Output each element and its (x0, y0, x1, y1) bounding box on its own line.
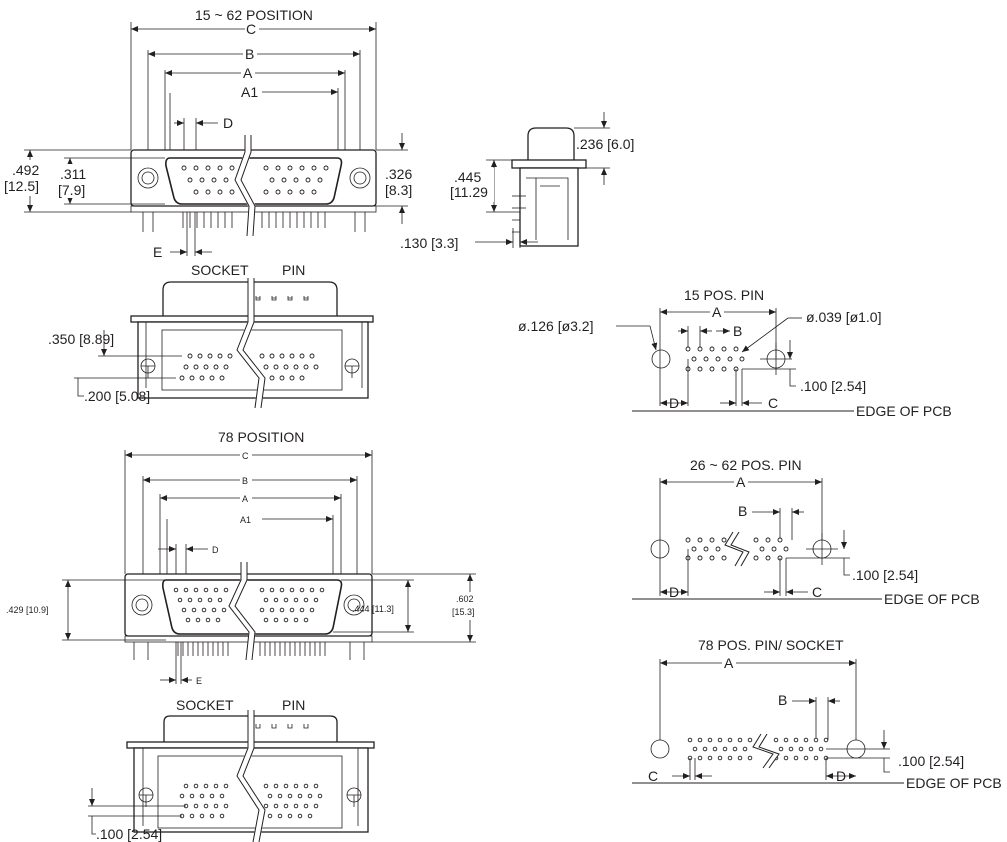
socket-base-dim: .200 [5.08] (84, 388, 150, 404)
height-outer-in: .492 (12, 162, 39, 178)
pcb15-pitch: .100 [2.54] (800, 378, 866, 394)
side-dim-height-in: .445 (454, 169, 481, 185)
dim-a-label: A (243, 65, 253, 81)
dim-c-label: C (246, 21, 256, 37)
pcb78-dim-a: A (724, 655, 734, 671)
pcb15-dim-c: C (768, 395, 778, 411)
pcb78-pitch: .100 [2.54] (898, 753, 964, 769)
dim-a1-78: A1 (240, 515, 251, 525)
pcb15-dim-d: D (669, 395, 679, 411)
pin-holes-socket-78 (179, 783, 323, 819)
pcb78-title: 78 POS. PIN/ SOCKET (698, 637, 844, 653)
height-78-right-in: .602 (456, 594, 474, 604)
title-78-position: 78 POSITION (218, 429, 304, 445)
pcb26-pitch: .100 [2.54] (852, 567, 918, 583)
socket-pin-view-bottom: SOCKET PIN .100 [2.54] (88, 697, 375, 842)
pcb26-title: 26 ~ 62 POS. PIN (690, 457, 802, 473)
pcb26-dim-c: C (812, 584, 822, 600)
pcb26-edge: EDGE OF PCB (884, 591, 980, 607)
socket-label-top: SOCKET (191, 262, 249, 278)
pcb26-dim-b: B (738, 503, 747, 519)
title-15-62-position: 15 ~ 62 POSITION (195, 7, 313, 23)
pcb-layout-78: 78 POS. PIN/ SOCKET A B .100 [2.54] (632, 637, 1002, 791)
height-right-in: .326 (385, 166, 412, 182)
pcb15-title: 15 POS. PIN (684, 287, 764, 303)
dim-d-78: D (212, 545, 219, 555)
height-78-right-mm: [15.3] (452, 607, 475, 617)
pcb26-dim-d: D (669, 584, 679, 600)
pcb15-edge: EDGE OF PCB (856, 403, 952, 419)
pcb78-dim-b: B (778, 692, 787, 708)
height-outer-mm: [12.5] (4, 178, 39, 194)
front-view-78: 78 POSITION C B A A1 D (4, 429, 482, 686)
pcb26-dim-a: A (736, 474, 746, 490)
dim-a1-label: A1 (241, 84, 258, 100)
pin-label-bottom: PIN (282, 697, 305, 713)
socket-label-bottom: SOCKET (176, 697, 234, 713)
height-78-left: .429 [10.9] (6, 605, 49, 615)
side-dim-bottom: .130 [3.3] (400, 235, 458, 251)
socket-78-base-dim: .100 [2.54] (96, 826, 162, 842)
dim-b-78: B (242, 476, 248, 486)
pcb15-hole-small: ø.039 [ø1.0] (806, 309, 881, 325)
socket-row-dim: .350 [8.89] (48, 331, 114, 347)
pcb78-edge: EDGE OF PCB (906, 775, 1002, 791)
pin-holes-78 (173, 587, 325, 623)
height-inner-in: .311 (60, 166, 86, 182)
pcb15-holes (685, 346, 745, 372)
pin-holes-socket-top (179, 353, 319, 381)
side-view: .236 [6.0] .445 [11.29 .130 [3.3] (400, 112, 634, 251)
dim-d-label: D (223, 115, 233, 131)
side-dim-height-mm: [11.29 (450, 184, 488, 200)
dim-e-label: E (153, 244, 162, 260)
height-right-mm: [8.3] (385, 182, 412, 198)
dim-c-78: C (242, 451, 249, 461)
pcb15-dim-a: A (712, 304, 722, 320)
dim-e-78: E (196, 676, 202, 686)
pcb15-hole-large: ø.126 [ø3.2] (518, 318, 593, 334)
front-view-15-62: 15 ~ 62 POSITION C B A A1 D (4, 7, 412, 260)
pcb-layout-26-62: 26 ~ 62 POS. PIN A B .100 [2.54] (632, 457, 980, 607)
height-inner-mm: [7.9] (58, 182, 85, 198)
pcb15-dim-b: B (733, 323, 742, 339)
pin-label-top: PIN (282, 262, 305, 278)
height-78-mid: .444 [11.3] (352, 604, 394, 614)
pcb-layout-15: 15 POS. PIN A B ø.126 [ø3.2] ø.039 [ø1.0… (518, 287, 952, 419)
side-dim-top: .236 [6.0] (576, 136, 634, 152)
dim-b-label: B (245, 46, 254, 62)
pcb78-dim-d: D (836, 768, 846, 784)
socket-pin-view-top: SOCKET PIN .350 [8.89] .200 [5.08] (48, 262, 374, 409)
pcb78-dim-c: C (648, 768, 658, 784)
pin-holes-top (181, 165, 329, 195)
dim-a-78: A (242, 494, 248, 504)
